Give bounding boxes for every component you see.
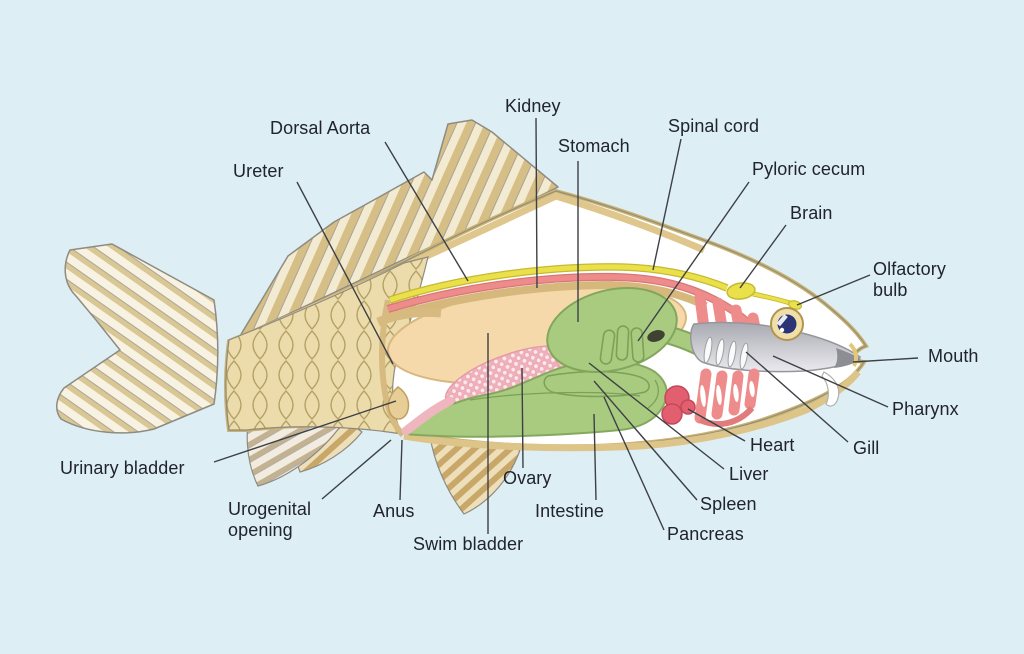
gill-arches-lower <box>694 368 760 427</box>
leader-lines <box>213 117 919 534</box>
intestine-organ <box>401 360 668 438</box>
kidney-and-ureter <box>376 280 708 438</box>
label-olfactory-bulb: Olfactory bulb <box>873 259 946 301</box>
label-liver: Liver <box>729 464 769 484</box>
pyloric-ceca-organ <box>599 325 645 365</box>
leader-dorsal-aorta <box>384 141 469 282</box>
leader-kidney <box>535 117 538 289</box>
eye <box>770 307 804 341</box>
label-anus: Anus <box>373 501 415 521</box>
lip-gold <box>848 342 859 367</box>
leader-spleen <box>593 380 698 501</box>
label-mouth: Mouth <box>928 346 979 366</box>
leader-gill <box>745 351 849 443</box>
label-spleen: Spleen <box>700 494 757 514</box>
label-pancreas: Pancreas <box>667 524 744 544</box>
kidney-rear-bar <box>376 307 442 327</box>
ovary-duct <box>401 396 455 436</box>
leader-liver <box>588 362 725 470</box>
leader-spinal-cord <box>652 138 682 271</box>
label-pyloric-cecum: Pyloric cecum <box>752 159 866 179</box>
leader-urogenital <box>321 439 392 500</box>
caudal-fin <box>56 243 219 434</box>
leader-brain <box>739 224 787 289</box>
label-ovary: Ovary <box>503 468 552 488</box>
leader-heart <box>687 408 746 442</box>
urinary-bladder-organ <box>387 386 410 420</box>
leader-pharynx <box>772 355 889 408</box>
label-urinary-bladder: Urinary bladder <box>60 458 185 478</box>
label-heart: Heart <box>750 435 795 455</box>
kidney-band <box>384 280 708 322</box>
leader-mouth <box>852 357 919 363</box>
label-dorsal-aorta: Dorsal Aorta <box>270 118 371 138</box>
leader-ureter <box>296 181 394 365</box>
label-stomach: Stomach <box>558 136 630 156</box>
label-urogenital-opening: Urogenital opening <box>228 499 312 541</box>
pharynx-slits <box>703 336 749 370</box>
label-brain: Brain <box>790 203 833 223</box>
label-swim-bladder: Swim bladder <box>413 534 524 554</box>
belly-gold-band <box>403 369 861 452</box>
label-intestine: Intestine <box>535 501 604 521</box>
nervous-system <box>388 263 802 310</box>
label-pharynx: Pharynx <box>892 399 959 419</box>
leader-ovary <box>521 367 524 469</box>
brain-organ <box>726 282 756 300</box>
cavity-rear-wall <box>379 299 406 438</box>
mouth-opening <box>834 348 861 368</box>
leader-anus <box>399 439 403 501</box>
leader-olfactory-bulb <box>796 274 871 306</box>
leader-intestine <box>593 413 597 501</box>
label-ureter: Ureter <box>233 161 284 181</box>
dorsal-aorta-vessel <box>386 272 753 328</box>
leader-pyloric-cecum <box>637 181 750 342</box>
label-gill: Gill <box>853 438 880 458</box>
esophagus-opening <box>647 330 665 342</box>
leader-urinary-bladder <box>213 400 397 463</box>
label-kidney: Kidney <box>505 96 561 116</box>
leader-pancreas <box>603 396 665 531</box>
label-spinal-cord: Spinal cord <box>668 116 760 136</box>
